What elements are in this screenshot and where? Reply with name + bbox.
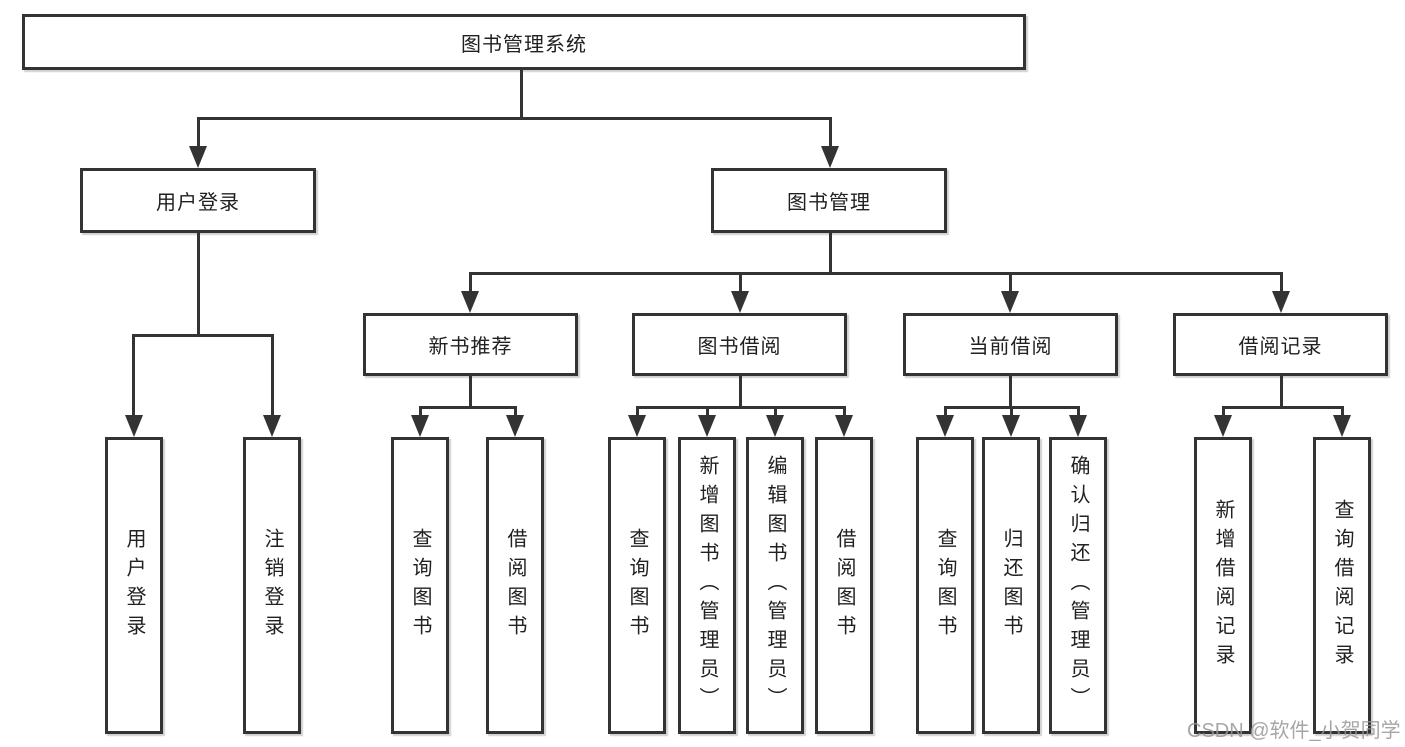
edge-line	[1222, 406, 1225, 417]
leaf-label: 借阅图书	[833, 527, 855, 644]
edge-line	[419, 406, 517, 409]
edge-line	[132, 334, 274, 337]
node-book-borrowing: 图书借阅	[632, 313, 847, 376]
edge-line	[1077, 406, 1080, 417]
edge-line	[1280, 272, 1283, 293]
leaf-label: 编辑图书（管理员）	[764, 455, 786, 716]
leaf-query-books-borrowing: 查询图书	[608, 437, 666, 734]
leaf-label: 归还图书	[1000, 527, 1022, 644]
leaf-add-borrow-record: 新增借阅记录	[1194, 437, 1252, 734]
edge-line	[469, 272, 472, 293]
leaf-label: 注销登录	[261, 527, 283, 644]
leaf-label: 用户登录	[123, 527, 145, 644]
leaf-label: 查询图书	[409, 527, 431, 644]
edge-line	[514, 406, 517, 417]
edge-line	[419, 406, 422, 417]
edge-line	[469, 272, 1282, 275]
edge-line	[774, 406, 777, 417]
arrowhead-down-icon	[1002, 415, 1020, 437]
leaf-label: 确认归还（管理员）	[1067, 455, 1089, 716]
leaf-query-borrow-record: 查询借阅记录	[1313, 437, 1371, 734]
edge-line	[1010, 406, 1013, 417]
leaf-query-books-recommend: 查询图书	[391, 437, 449, 734]
arrowhead-down-icon	[936, 415, 954, 437]
arrowhead-down-icon	[1272, 291, 1290, 313]
arrowhead-down-icon	[628, 415, 646, 437]
edge-line	[829, 233, 832, 275]
watermark-text: CSDN @软件_小贺同学	[1187, 720, 1401, 742]
edge-line	[1341, 406, 1344, 417]
leaf-confirm-return-admin: 确认归还（管理员）	[1049, 437, 1107, 734]
node-user-login: 用户登录	[80, 168, 316, 233]
edge-line	[132, 334, 135, 417]
leaf-query-books-current: 查询图书	[916, 437, 974, 734]
arrowhead-down-icon	[1333, 415, 1351, 437]
edge-line	[843, 406, 846, 417]
leaf-label: 借阅图书	[504, 527, 526, 644]
arrowhead-down-icon	[461, 291, 479, 313]
arrowhead-down-icon	[1001, 291, 1019, 313]
node-borrowing-records: 借阅记录	[1173, 313, 1388, 376]
leaf-label: 查询借阅记录	[1331, 498, 1353, 673]
leaf-borrow-books-borrowing: 借阅图书	[815, 437, 873, 734]
arrowhead-down-icon	[731, 291, 749, 313]
leaf-borrow-books-recommend: 借阅图书	[486, 437, 544, 734]
edge-line	[197, 117, 200, 148]
edge-line	[520, 68, 523, 120]
leaf-label: 新增图书（管理员）	[696, 455, 718, 716]
node-book-management: 图书管理	[711, 168, 947, 233]
edge-line	[636, 406, 639, 417]
edge-line	[739, 376, 742, 409]
arrowhead-down-icon	[766, 415, 784, 437]
arrowhead-down-icon	[411, 415, 429, 437]
edge-line	[197, 233, 200, 336]
edge-line	[636, 406, 845, 409]
edge-line	[271, 334, 274, 417]
leaf-label: 新增借阅记录	[1212, 498, 1234, 673]
edge-line	[1009, 376, 1012, 409]
leaf-user-login: 用户登录	[105, 437, 163, 734]
node-new-book-recommend: 新书推荐	[363, 313, 578, 376]
arrowhead-down-icon	[189, 146, 207, 168]
edge-line	[1009, 272, 1012, 293]
edge-line	[1280, 376, 1283, 409]
arrowhead-down-icon	[698, 415, 716, 437]
leaf-logout: 注销登录	[243, 437, 301, 734]
leaf-return-books: 归还图书	[982, 437, 1040, 734]
arrowhead-down-icon	[1069, 415, 1087, 437]
edge-line	[739, 272, 742, 293]
edge-line	[829, 117, 832, 148]
edge-line	[197, 117, 832, 120]
leaf-add-book-admin: 新增图书（管理员）	[678, 437, 736, 734]
leaf-edit-book-admin: 编辑图书（管理员）	[746, 437, 804, 734]
edge-line	[469, 376, 472, 409]
arrowhead-down-icon	[506, 415, 524, 437]
arrowhead-down-icon	[1214, 415, 1232, 437]
node-library-system: 图书管理系统	[22, 14, 1026, 70]
edge-line	[1222, 406, 1343, 409]
edge-line	[944, 406, 947, 417]
arrowhead-down-icon	[125, 415, 143, 437]
edge-line	[706, 406, 709, 417]
leaf-label: 查询图书	[934, 527, 956, 644]
arrowhead-down-icon	[835, 415, 853, 437]
leaf-label: 查询图书	[626, 527, 648, 644]
arrowhead-down-icon	[821, 146, 839, 168]
arrowhead-down-icon	[263, 415, 281, 437]
node-current-borrowing: 当前借阅	[903, 313, 1118, 376]
